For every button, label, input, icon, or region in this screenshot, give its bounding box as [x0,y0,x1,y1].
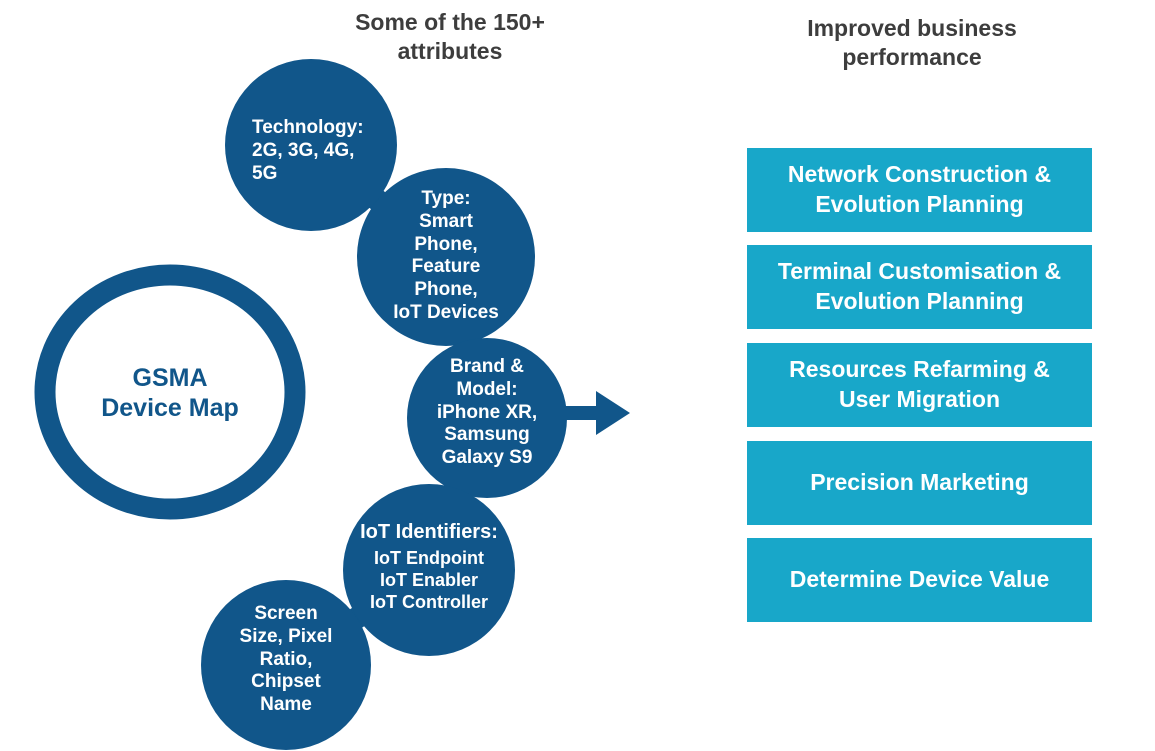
right-arrow-icon [596,391,630,435]
screen-chipset-circle-label: Screen Size, Pixel Ratio, Chipset Name [239,603,333,716]
technology-circle [225,59,397,231]
benefit-box-determine-device-value: Determine Device Value [747,538,1092,622]
benefit-box-terminal-customisation: Terminal Customisation & Evolution Plann… [747,245,1092,329]
iot-identifiers-circle-label: IoT Endpoint IoT Enabler IoT Controller [370,548,488,612]
benefit-box-resources-refarming: Resources Refarming & User Migration [747,343,1092,427]
business-performance-heading: Improved business performance [807,15,1017,71]
hub-label: GSMA Device Map [101,364,239,422]
hub-ring [34,264,306,520]
benefit-box-precision-marketing: Precision Marketing [747,441,1092,525]
brand-model-circle [407,338,567,498]
brand-model-circle-label: Brand & Model: iPhone XR, Samsung Galaxy… [436,356,538,469]
iot-identifiers-circle [343,484,515,656]
technology-circle-label: Technology: 2G, 3G, 4G, 5G [252,117,364,184]
iot-identifiers-circle-title: IoT Identifiers: [360,521,498,543]
type-circle-label: Type: Smart Phone, Feature Phone, IoT De… [393,188,499,323]
benefit-box-network-construction: Network Construction & Evolution Plannin… [747,148,1092,232]
screen-chipset-circle [201,580,371,750]
type-circle [357,168,535,346]
attributes-heading: Some of the 150+ attributes [355,9,545,65]
